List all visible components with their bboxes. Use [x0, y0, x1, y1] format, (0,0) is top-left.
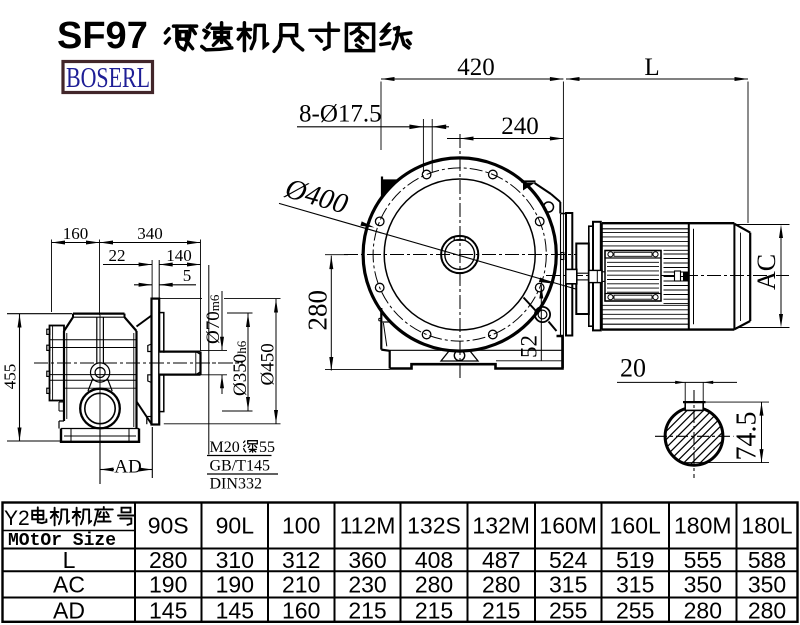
svg-text:215: 215 [415, 597, 453, 623]
svg-text:SF97: SF97 [57, 15, 148, 57]
svg-text:M20: M20 [210, 439, 240, 456]
svg-text:Y2: Y2 [4, 507, 30, 530]
svg-text:455: 455 [1, 364, 20, 390]
svg-text:360: 360 [348, 547, 386, 573]
svg-text:112M: 112M [340, 513, 396, 539]
svg-text:22: 22 [109, 246, 126, 265]
svg-text:315: 315 [616, 572, 654, 598]
svg-text:280: 280 [303, 290, 333, 331]
svg-text:160: 160 [282, 597, 320, 623]
svg-text:280: 280 [149, 547, 187, 573]
svg-text:132M: 132M [472, 513, 530, 539]
svg-text:280: 280 [482, 572, 520, 598]
svg-text:255: 255 [549, 597, 587, 623]
svg-text:AC: AC [752, 254, 781, 290]
svg-text:AD: AD [114, 457, 141, 478]
svg-text:DIN332: DIN332 [210, 476, 262, 493]
svg-text:255: 255 [616, 597, 654, 623]
svg-text:140: 140 [166, 246, 192, 265]
svg-text:420: 420 [457, 54, 495, 81]
svg-text:160M: 160M [539, 513, 597, 539]
svg-text:55: 55 [259, 439, 275, 456]
svg-text:5: 5 [183, 266, 192, 285]
svg-text:160L: 160L [610, 513, 661, 539]
svg-text:180M: 180M [674, 513, 732, 539]
svg-text:132S: 132S [407, 513, 461, 539]
svg-text:160: 160 [63, 224, 89, 243]
svg-text:312: 312 [282, 547, 320, 573]
svg-text:524: 524 [549, 547, 588, 573]
svg-text:280: 280 [684, 597, 722, 623]
svg-text:350: 350 [748, 572, 786, 598]
svg-text:Ø450: Ø450 [258, 343, 279, 385]
svg-text:MOtOr Size: MOtOr Size [8, 531, 116, 551]
svg-text:20: 20 [620, 354, 646, 383]
svg-text:180L: 180L [741, 513, 792, 539]
svg-text:90S: 90S [148, 513, 189, 539]
svg-text:Ø350h6: Ø350h6 [230, 340, 251, 396]
svg-text:Ø70m6: Ø70m6 [203, 294, 224, 344]
svg-text:190: 190 [216, 572, 254, 598]
svg-text:280: 280 [415, 572, 453, 598]
svg-text:8-Ø17.5: 8-Ø17.5 [299, 101, 382, 128]
svg-text:215: 215 [482, 597, 520, 623]
svg-text:310: 310 [216, 547, 254, 573]
svg-text:487: 487 [482, 547, 520, 573]
svg-text:BOSERL: BOSERL [66, 63, 150, 94]
svg-text:230: 230 [348, 572, 386, 598]
svg-text:100: 100 [282, 513, 320, 539]
svg-text:L: L [63, 547, 76, 573]
svg-text:215: 215 [348, 597, 386, 623]
svg-text:519: 519 [616, 547, 654, 573]
svg-text:AD: AD [53, 597, 85, 623]
svg-text:GB/T145: GB/T145 [210, 458, 270, 475]
svg-text:90L: 90L [216, 513, 255, 539]
svg-text:210: 210 [282, 572, 320, 598]
svg-text:588: 588 [748, 547, 786, 573]
svg-text:240: 240 [501, 113, 539, 140]
svg-text:AC: AC [53, 572, 85, 598]
svg-text:145: 145 [216, 597, 254, 623]
svg-text:408: 408 [415, 547, 453, 573]
svg-text:555: 555 [684, 547, 722, 573]
svg-text:L: L [644, 54, 659, 81]
svg-text:280: 280 [748, 597, 786, 623]
svg-text:52: 52 [517, 335, 542, 358]
svg-text:315: 315 [549, 572, 587, 598]
svg-text:350: 350 [684, 572, 722, 598]
svg-text:340: 340 [137, 224, 163, 243]
svg-text:145: 145 [149, 597, 187, 623]
svg-text:190: 190 [149, 572, 187, 598]
svg-text:74.5: 74.5 [732, 412, 763, 461]
